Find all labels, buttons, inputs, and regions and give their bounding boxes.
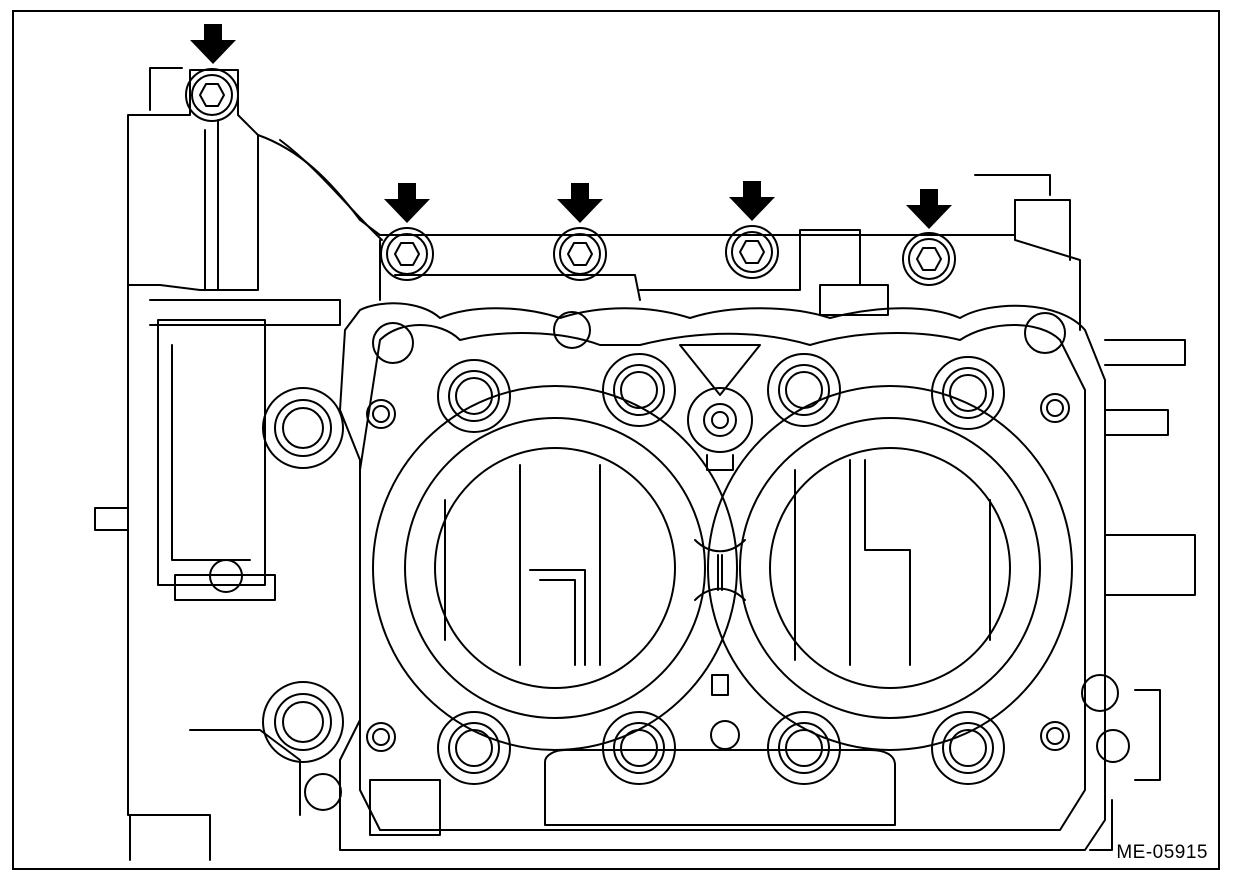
head-bolt-hole xyxy=(437,711,511,785)
cylinder-deck-surface xyxy=(339,302,1106,851)
target-bolt xyxy=(380,227,434,281)
cylinder-bore-right xyxy=(707,385,1073,751)
target-bolt xyxy=(553,227,607,281)
target-bolt xyxy=(725,225,779,279)
lower-gallery xyxy=(369,749,896,836)
target-bolts xyxy=(185,68,956,286)
upper-deck-rail xyxy=(379,174,1081,331)
head-bolt-hole xyxy=(767,711,841,785)
head-bolt-hole xyxy=(262,387,344,469)
head-bolt-holes xyxy=(262,353,1005,785)
head-bolt-hole xyxy=(602,353,676,427)
head-bolt-hole xyxy=(931,356,1005,430)
bore-bridge xyxy=(679,344,761,696)
down-arrow-icon xyxy=(906,189,952,229)
down-arrow-icon xyxy=(384,183,430,223)
target-bolt xyxy=(185,68,239,122)
target-bolt xyxy=(902,232,956,286)
down-arrow-icon xyxy=(190,24,236,64)
head-bolt-hole xyxy=(931,711,1005,785)
figure-code: ME-05915 xyxy=(1114,842,1210,864)
head-bolt-hole xyxy=(767,353,841,427)
crankcase-left-section xyxy=(94,67,383,861)
leader-line xyxy=(1089,799,1113,851)
down-arrow-icon xyxy=(557,183,603,223)
head-bolt-hole xyxy=(437,359,511,433)
deck-holes xyxy=(304,311,1130,811)
right-side-bosses xyxy=(1104,339,1196,781)
callout-arrows xyxy=(190,24,952,229)
down-arrow-icon xyxy=(729,181,775,221)
head-bolt-hole xyxy=(262,681,344,763)
cylinder-bore-left xyxy=(372,385,738,751)
head-bolt-hole xyxy=(602,711,676,785)
